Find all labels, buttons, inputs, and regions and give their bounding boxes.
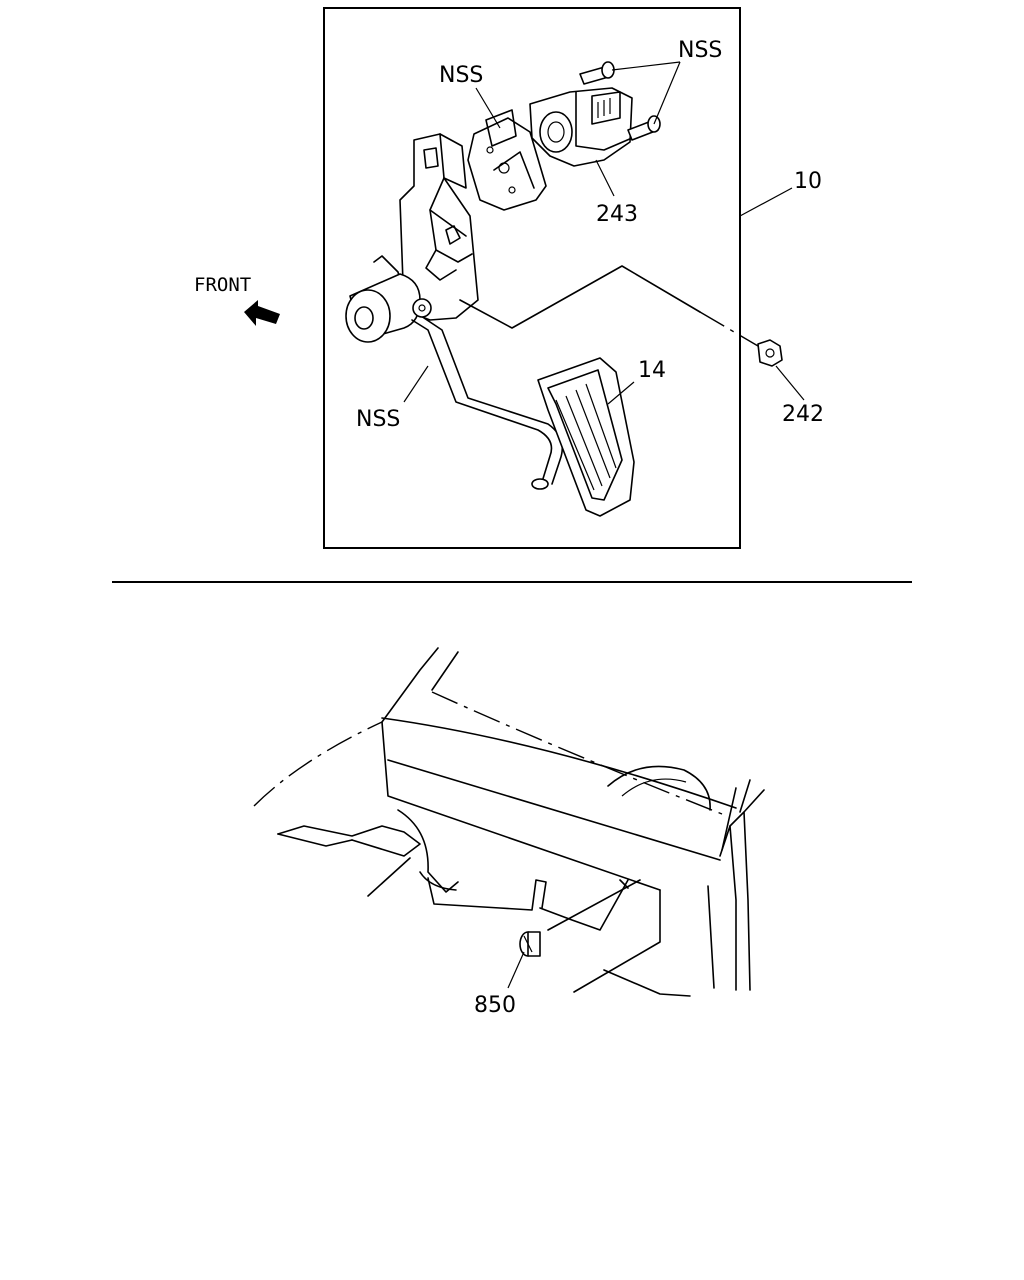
sensor-screws [579,61,661,141]
phantom-line [459,265,701,329]
pedal-arm [411,317,564,490]
assembly-frame [323,7,741,549]
pivot-cylinder [345,273,432,343]
pedal-pad-14 [537,357,635,517]
front-arrow-icon [244,300,280,326]
position-sensor-243 [529,87,633,167]
leader-850 [507,951,525,989]
label-243: 243 [596,202,638,227]
label-nss-bottom: NSS [356,407,400,432]
label-nss-top-left: NSS [439,63,483,88]
label-850: 850 [474,993,516,1018]
label-242: 242 [782,402,824,427]
label-front: FRONT [194,274,251,296]
label-14: 14 [638,358,666,383]
plug-850 [519,931,541,957]
leader-lines [403,61,805,405]
pedal-bracket [373,133,479,321]
vehicle-body-view [253,647,765,997]
sensor-body [467,109,547,211]
label-nss-top-right: NSS [678,38,722,63]
phantom-line-dash [699,311,759,347]
nut-242 [757,339,783,367]
label-10: 10 [794,169,822,194]
